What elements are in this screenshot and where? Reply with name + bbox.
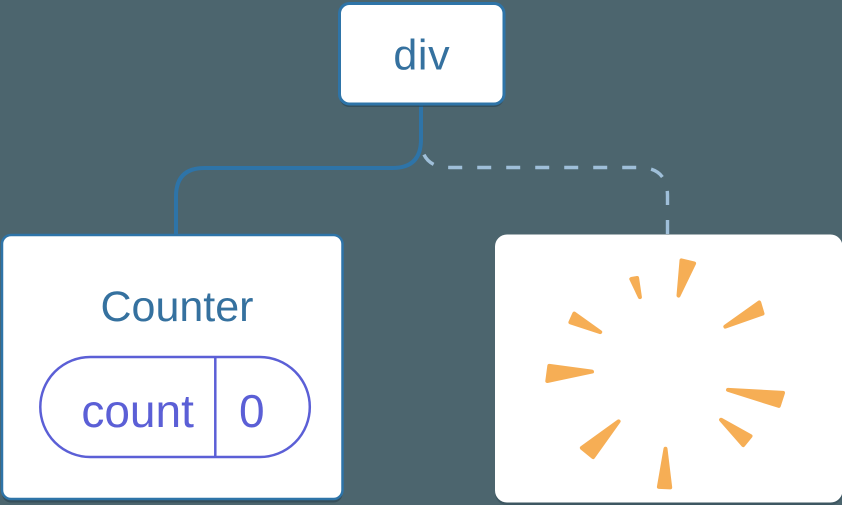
svg-text:div: div: [393, 32, 450, 80]
svg-text:Counter: Counter: [101, 283, 254, 331]
svg-text:0: 0: [239, 385, 265, 437]
svg-text:count: count: [81, 385, 194, 437]
